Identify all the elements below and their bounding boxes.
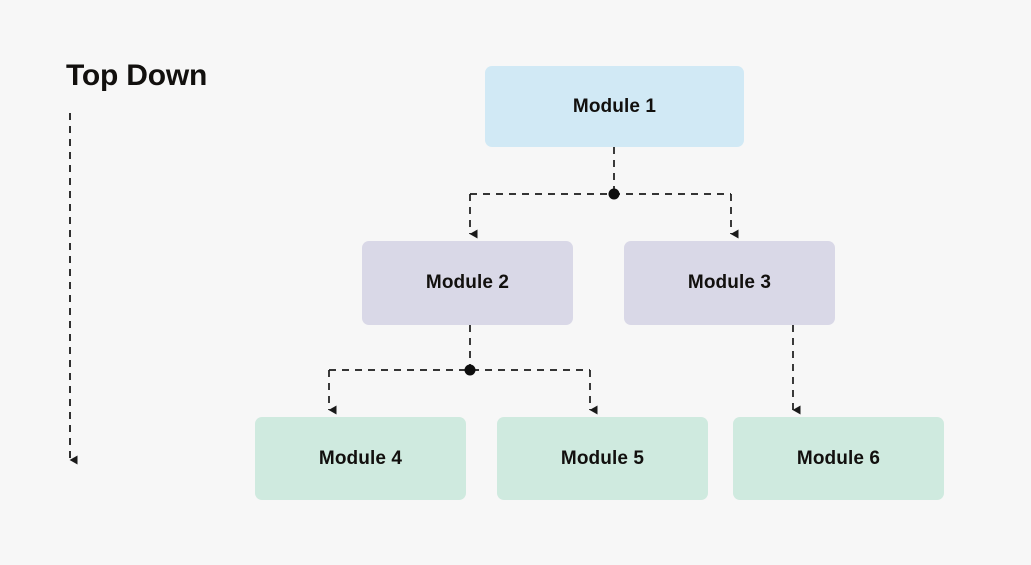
node-label: Module 5: [560, 447, 645, 469]
node-module-6[interactable]: Module 6: [733, 417, 944, 500]
node-module-4[interactable]: Module 4: [255, 417, 466, 500]
node-label: Module 1: [572, 95, 657, 117]
junction-dot-1: [608, 188, 620, 200]
node-label: Module 3: [687, 272, 772, 293]
node-module-1[interactable]: Module 1: [485, 66, 744, 147]
node-label: Module 6: [796, 447, 881, 469]
node-module-2[interactable]: Module 2: [362, 241, 573, 325]
junction-dot-2: [464, 364, 476, 376]
node-label: Module 2: [425, 272, 510, 293]
node-module-5[interactable]: Module 5: [497, 417, 708, 500]
page-title: Top Down: [66, 59, 208, 92]
node-label: Module 4: [318, 447, 403, 469]
node-module-3[interactable]: Module 3: [624, 241, 835, 325]
